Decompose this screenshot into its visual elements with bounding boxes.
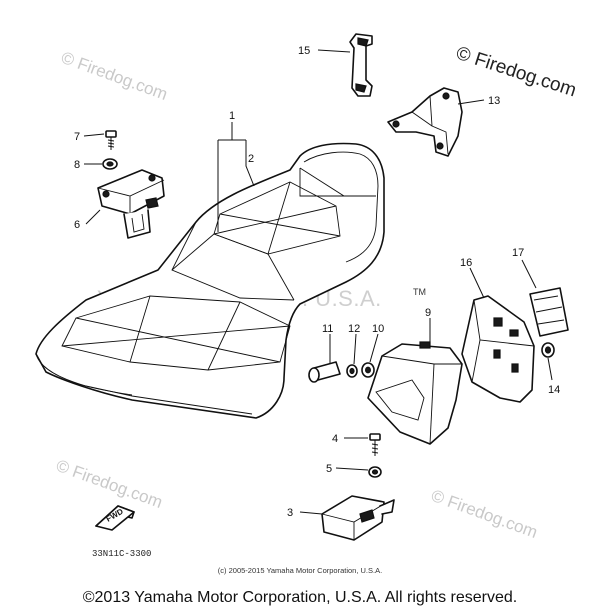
callout-7: 7 [74,131,80,143]
callout-3: 3 [287,507,293,519]
part-13-hinge-bracket [387,87,463,157]
part-15-bracket [349,33,373,97]
part-16-cover [461,295,535,403]
seat [35,142,385,419]
trademark-mark: TM [413,287,426,297]
part-6-seat-lock [97,169,165,239]
part-8-nut [102,158,118,170]
callout-5: 5 [326,463,332,475]
footer-copyright: ©2013 Yamaha Motor Corporation, U.S.A. A… [82,589,518,606]
callout-8: 8 [74,159,80,171]
callout-10: 10 [372,323,384,335]
leader-lines [83,49,553,515]
watermark-bottom-right: © Firedog.com [429,486,540,542]
callout-14: 14 [548,384,560,396]
callout-6: 6 [74,219,80,231]
callout-9: 9 [425,307,431,319]
part-10-nut [361,362,375,378]
part-4-bolt [369,433,381,456]
callout-15: 15 [298,45,310,57]
part-17-plate [529,287,569,337]
callout-13: 13 [488,95,500,107]
fwd-arrow: FWD [95,505,135,531]
watermark-top-right: © Firedog.com [453,43,578,102]
part-7-bolt [105,130,117,150]
watermark-top-left: © Firedog.com [59,48,170,104]
callout-2: 2 [248,153,254,165]
part-3-lock-hook [321,495,395,541]
callout-16: 16 [460,257,472,269]
watermark-bottom-left: © Firedog.com [54,456,165,512]
callout-4: 4 [332,433,338,445]
part-12-washer [346,364,358,378]
part-5-nut [368,466,382,478]
small-copyright: (c) 2005-2015 Yamaha Motor Corporation, … [217,566,383,575]
part-code: 33N11C-3300 [92,549,151,559]
callout-11: 11 [322,323,333,335]
callout-numbers: 1 2 3 4 5 6 7 8 9 10 11 12 13 14 15 16 1… [74,45,560,519]
part-11-bolt [308,361,341,383]
callout-12: 12 [348,323,360,335]
callout-17: 17 [512,247,524,259]
callout-1: 1 [229,110,235,122]
part-9-tray [367,341,463,445]
part-14-nut [541,342,555,358]
